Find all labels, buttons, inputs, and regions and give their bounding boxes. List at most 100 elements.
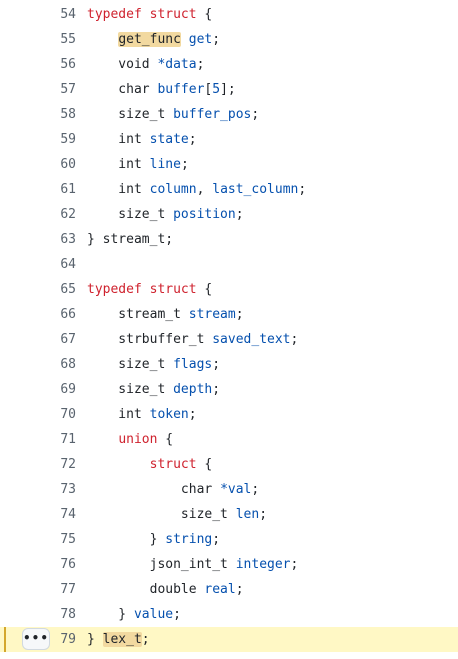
code-token: int: [87, 157, 150, 172]
line-number[interactable]: 62: [60, 207, 76, 222]
code-line[interactable]: 73 char *val;: [0, 477, 458, 502]
line-number[interactable]: 75: [60, 532, 76, 547]
code-token: line: [149, 157, 181, 172]
code-line[interactable]: 71 union {: [0, 427, 458, 452]
code-line[interactable]: 55 get_func get;: [0, 27, 458, 52]
code-text[interactable]: typedef struct {: [87, 277, 212, 302]
code-line[interactable]: 59 int state;: [0, 127, 458, 152]
line-number[interactable]: 78: [60, 607, 76, 622]
line-number[interactable]: 79: [60, 632, 76, 647]
code-text[interactable]: get_func get;: [87, 27, 220, 52]
line-number[interactable]: 65: [60, 282, 76, 297]
line-number[interactable]: 67: [60, 332, 76, 347]
code-token: strbuffer_t: [87, 332, 213, 347]
code-line[interactable]: 66 stream_t stream;: [0, 302, 458, 327]
code-text[interactable]: } lex_t;: [87, 627, 150, 652]
code-text[interactable]: union {: [87, 427, 173, 452]
line-number[interactable]: 76: [60, 557, 76, 572]
line-number[interactable]: 77: [60, 582, 76, 597]
code-text[interactable]: size_t len;: [87, 502, 267, 527]
code-token: ,: [196, 182, 213, 197]
code-line[interactable]: 57 char buffer[5];: [0, 77, 458, 102]
code-text[interactable]: } value;: [87, 602, 181, 627]
code-text[interactable]: double real;: [87, 577, 244, 602]
code-text[interactable]: struct {: [87, 452, 213, 477]
code-text[interactable]: size_t position;: [87, 202, 243, 227]
code-text[interactable]: size_t depth;: [87, 377, 220, 402]
code-text[interactable]: char buffer[5];: [87, 77, 236, 102]
highlighted-symbol: lex_t: [102, 632, 142, 647]
code-token: ;: [259, 507, 268, 522]
line-number[interactable]: 68: [60, 357, 76, 372]
code-line[interactable]: 75 } string;: [0, 527, 458, 552]
code-token: {: [196, 282, 213, 297]
code-text[interactable]: size_t flags;: [87, 352, 220, 377]
code-line[interactable]: 58 size_t buffer_pos;: [0, 102, 458, 127]
code-token: ;: [188, 132, 197, 147]
code-token: ;: [251, 482, 260, 497]
code-token: ;: [212, 357, 221, 372]
more-options-button[interactable]: •••: [22, 628, 50, 650]
code-token: ;: [235, 582, 244, 597]
code-line[interactable]: 62 size_t position;: [0, 202, 458, 227]
code-text[interactable]: strbuffer_t saved_text;: [87, 327, 298, 352]
line-number[interactable]: 69: [60, 382, 76, 397]
line-number[interactable]: 64: [60, 257, 76, 272]
code-token: [181, 32, 189, 47]
code-line[interactable]: 67 strbuffer_t saved_text;: [0, 327, 458, 352]
code-line[interactable]: 78 } value;: [0, 602, 458, 627]
line-number[interactable]: 56: [60, 57, 76, 72]
code-line[interactable]: 60 int line;: [0, 152, 458, 177]
code-token: ];: [220, 82, 236, 97]
line-number[interactable]: 63: [60, 232, 76, 247]
line-number[interactable]: 60: [60, 157, 76, 172]
line-number[interactable]: 57: [60, 82, 76, 97]
code-text[interactable]: int token;: [87, 402, 196, 427]
code-text[interactable]: int column, last_column;: [87, 177, 306, 202]
line-number[interactable]: 66: [60, 307, 76, 322]
line-number[interactable]: 54: [60, 7, 76, 22]
code-line[interactable]: 72 struct {: [0, 452, 458, 477]
code-line[interactable]: 68 size_t flags;: [0, 352, 458, 377]
code-text[interactable]: json_int_t integer;: [87, 552, 299, 577]
code-line[interactable]: 69 size_t depth;: [0, 377, 458, 402]
code-token: flags: [173, 357, 213, 372]
line-number[interactable]: 73: [60, 482, 76, 497]
code-line[interactable]: 63 } stream_t;: [0, 227, 458, 252]
line-number[interactable]: 70: [60, 407, 76, 422]
code-text[interactable]: void *data;: [87, 52, 204, 77]
code-text[interactable]: int state;: [87, 127, 197, 152]
line-number[interactable]: 61: [60, 182, 76, 197]
code-token: integer: [235, 557, 291, 572]
code-line[interactable]: 56 void *data;: [0, 52, 458, 77]
code-text[interactable]: int line;: [87, 152, 188, 177]
line-number[interactable]: 58: [60, 107, 76, 122]
code-token: ;: [212, 32, 221, 47]
code-line[interactable]: 64: [0, 252, 458, 277]
code-line[interactable]: 76 json_int_t integer;: [0, 552, 458, 577]
line-number[interactable]: 74: [60, 507, 76, 522]
code-text[interactable]: char *val;: [87, 477, 259, 502]
code-token: ;: [196, 57, 205, 72]
code-text[interactable]: } stream_t;: [87, 227, 173, 252]
code-text[interactable]: stream_t stream;: [87, 302, 243, 327]
line-number[interactable]: 72: [60, 457, 76, 472]
code-line[interactable]: 74 size_t len;: [0, 502, 458, 527]
code-line[interactable]: 61 int column, last_column;: [0, 177, 458, 202]
code-token: ;: [290, 557, 299, 572]
line-number[interactable]: 71: [60, 432, 76, 447]
code-line[interactable]: 77 double real;: [0, 577, 458, 602]
code-token: void: [87, 57, 158, 72]
line-number[interactable]: 59: [60, 132, 76, 147]
code-token: len: [235, 507, 260, 522]
code-line[interactable]: 70 int token;: [0, 402, 458, 427]
code-line[interactable]: 54 typedef struct {: [0, 2, 458, 27]
line-number[interactable]: 55: [60, 32, 76, 47]
code-line[interactable]: 79 ••• } lex_t;: [0, 627, 458, 652]
code-text[interactable]: size_t buffer_pos;: [87, 102, 259, 127]
code-line[interactable]: 65 typedef struct {: [0, 277, 458, 302]
code-text[interactable]: typedef struct {: [87, 2, 212, 27]
code-text[interactable]: } string;: [87, 527, 220, 552]
code-token: double: [87, 582, 205, 597]
